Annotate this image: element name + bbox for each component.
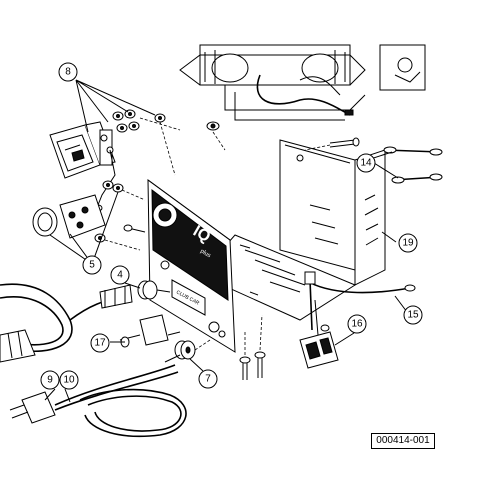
rear-bolt: [304, 137, 360, 151]
callout-10: 10: [59, 370, 79, 390]
svg-text:16: 16: [351, 319, 363, 330]
wire-15: [304, 271, 416, 331]
dc-cord: [0, 283, 133, 363]
fuse-holder-part: [379, 44, 426, 91]
brand-logo-text: IQ: [190, 223, 213, 246]
panel-screw: [123, 224, 146, 233]
svg-text:10: 10: [63, 375, 75, 386]
ammeter-part: [49, 121, 116, 179]
callout-17: 17: [90, 333, 110, 353]
svg-text:15: 15: [407, 310, 419, 321]
bottom-screws: [239, 314, 266, 380]
figure-reference-code: 000414-001: [371, 433, 435, 449]
timer-assembly: [32, 180, 146, 251]
strain-relief-4: [137, 280, 171, 300]
svg-text:14: 14: [360, 158, 372, 169]
wire-jumpers-14: [383, 146, 443, 184]
callout-19: 19: [398, 233, 418, 253]
callout-15: 15: [403, 305, 423, 325]
callout-7: 7: [198, 369, 218, 389]
callout-9: 9: [40, 370, 60, 390]
callout-8: 8: [58, 62, 78, 82]
ac-power-cord: [9, 354, 187, 438]
leader-lines: [44, 79, 408, 403]
grommet-7: [174, 339, 211, 360]
callout-5: 5: [82, 255, 102, 275]
svg-text:5: 5: [89, 260, 95, 271]
callout-14: 14: [356, 153, 376, 173]
svg-text:4: 4: [117, 270, 123, 281]
fuse-link-17: [119, 314, 181, 348]
rectifier-16: [299, 299, 339, 369]
mounting-screw: [206, 121, 226, 151]
svg-text:17: 17: [94, 338, 106, 349]
charger-chassis: [147, 139, 386, 353]
callout-4: 4: [110, 265, 130, 285]
transformer-part: [179, 44, 366, 121]
svg-text:19: 19: [402, 238, 414, 249]
brand-logo-subtext: plus: [199, 249, 212, 260]
callout-16: 16: [347, 314, 367, 334]
svg-text:8: 8: [65, 67, 71, 78]
svg-text:7: 7: [205, 374, 211, 385]
svg-text:9: 9: [47, 375, 53, 386]
